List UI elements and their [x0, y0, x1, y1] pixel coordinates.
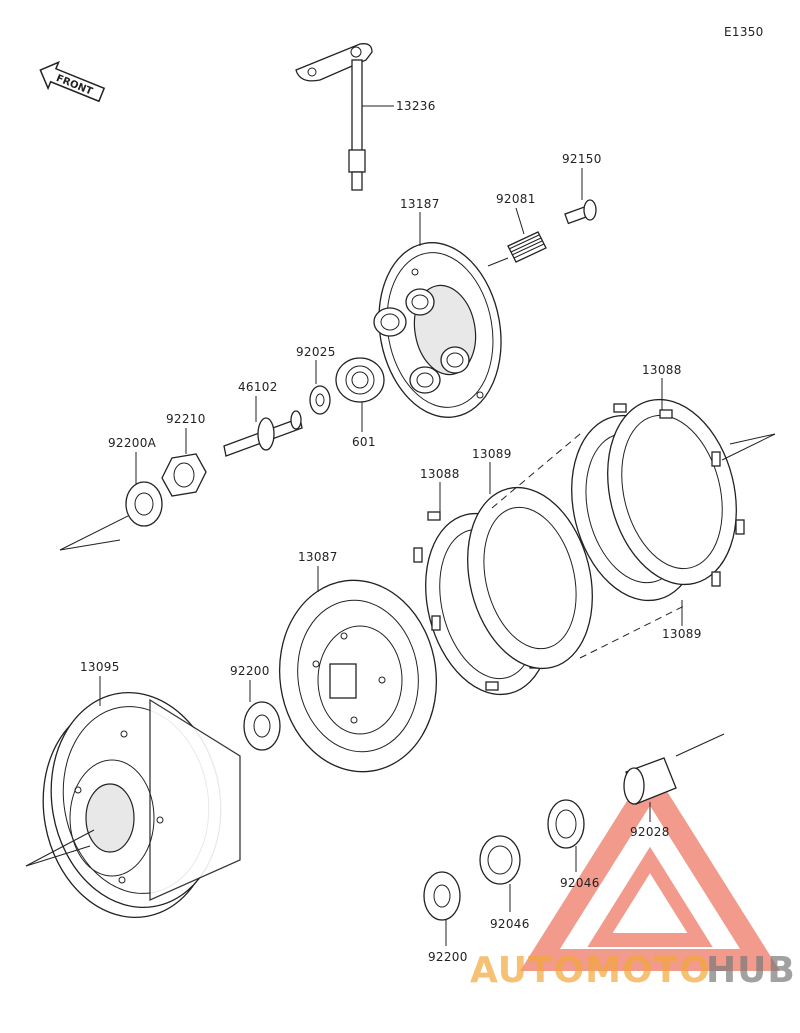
friction-plate-rear	[607, 398, 745, 587]
part-label-92210: 92210	[166, 412, 206, 426]
sleeve	[623, 757, 677, 805]
part-label-13187: 13187	[400, 197, 440, 211]
watermark-text-part2: HUB	[706, 950, 796, 991]
part-label-92081: 92081	[496, 192, 536, 206]
needle-bearing-upper	[547, 799, 585, 849]
diagram-code: E1350	[724, 25, 764, 39]
part-label-13089-front: 13089	[472, 447, 512, 461]
clutch-housing	[42, 691, 241, 919]
hex-nut	[161, 453, 207, 497]
part-label-92046-upper: 92046	[560, 876, 600, 890]
lock-washer	[125, 481, 163, 527]
pressure-plate	[373, 242, 502, 418]
part-label-92028: 92028	[630, 825, 670, 839]
watermark-text: AUTOMOTO HUB	[470, 950, 796, 991]
small-washer	[309, 385, 331, 415]
part-label-13089-rear: 13089	[662, 627, 702, 641]
bolt	[564, 199, 597, 225]
front-arrow-icon: FRONT	[39, 60, 106, 103]
watermark-logo	[520, 764, 780, 971]
part-label-13088-front: 13088	[420, 467, 460, 481]
part-label-92046-lower: 92046	[490, 917, 530, 931]
watermark-text-part1: AUTOMOTO	[470, 950, 711, 991]
push-lever	[295, 43, 373, 191]
part-label-92200-bottom: 92200	[428, 950, 468, 964]
shaft	[223, 410, 303, 457]
needle-bearing-lower	[479, 835, 521, 885]
part-label-13236: 13236	[396, 99, 436, 113]
part-label-601: 601	[352, 435, 376, 449]
part-label-13088-rear: 13088	[642, 363, 682, 377]
part-label-92200A: 92200A	[108, 436, 157, 450]
part-label-92200-mid: 92200	[230, 664, 270, 678]
ball-bearing	[335, 357, 385, 403]
part-label-92150: 92150	[562, 152, 602, 166]
thrust-washer-mid	[243, 701, 281, 751]
steel-plate-front	[467, 486, 593, 670]
spring	[507, 231, 547, 263]
part-label-46102: 46102	[238, 380, 278, 394]
clutch-hub	[278, 579, 438, 773]
part-label-92025: 92025	[296, 345, 336, 359]
thrust-washer-bottom	[423, 871, 461, 921]
part-label-13087: 13087	[298, 550, 338, 564]
part-label-13095: 13095	[80, 660, 120, 674]
